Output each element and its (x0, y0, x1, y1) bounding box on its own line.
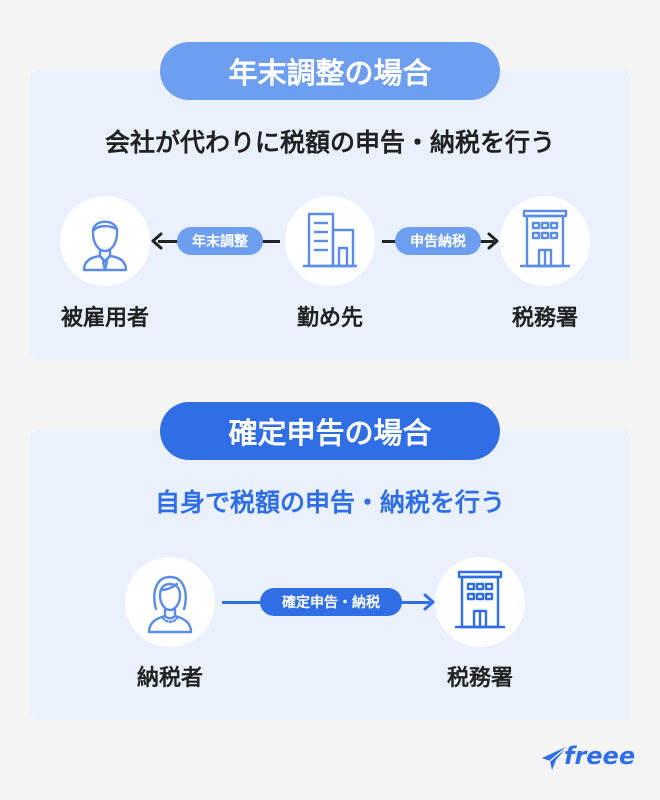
employee-circle (60, 196, 150, 286)
arrow-right-icon (487, 232, 499, 250)
panel-tax-return (30, 430, 630, 720)
section-title-tax-return: 確定申告の場合 (160, 402, 500, 460)
node-label-employer: 勤め先 (296, 306, 363, 331)
tax-office-building-icon-2 (455, 570, 505, 629)
taxpayer-circle (125, 557, 215, 647)
bird-logo-icon (542, 745, 569, 770)
office-building-icon (303, 212, 357, 268)
logo-text: freee (564, 742, 636, 770)
node-label-employee: 被雇用者 (60, 306, 149, 331)
tax-office-circle (500, 196, 590, 286)
connector-pill-tax-filing: 申告納税 (395, 227, 481, 255)
node-label-tax-office-2: 税務署 (446, 666, 513, 691)
section-title-year-end-adjustment: 年末調整の場合 (160, 42, 500, 100)
arrow-left-icon (151, 232, 163, 250)
connector-pill-year-end-adjustment: 年末調整 (177, 227, 263, 255)
section-subtitle-tax-return: 自身で税額の申告・納税を行う (154, 488, 505, 517)
person-man-icon (82, 220, 128, 272)
node-label-taxpayer: 納税者 (136, 666, 203, 691)
employer-circle (285, 196, 375, 286)
freee-logo: freee (540, 740, 640, 774)
tax-office-building-icon (520, 209, 570, 268)
connector-pill-tax-return: 確定申告・納税 (260, 588, 402, 616)
node-label-tax-office: 税務署 (511, 306, 578, 331)
tax-office-circle-2 (435, 557, 525, 647)
arrow-right-icon-2 (423, 593, 435, 611)
section-subtitle-year-end-adjustment: 会社が代わりに税額の申告・納税を行う (104, 128, 555, 157)
person-woman-icon (147, 575, 193, 634)
